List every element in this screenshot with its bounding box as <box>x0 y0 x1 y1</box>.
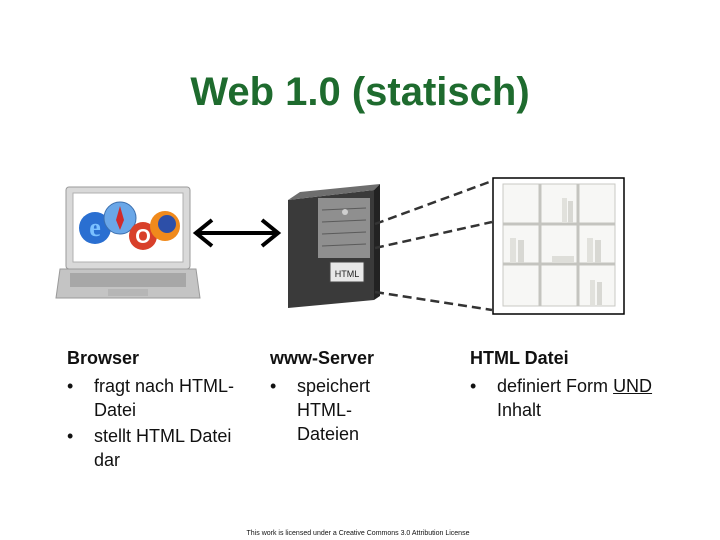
server-html-tag: HTML <box>335 269 360 279</box>
list-item: •definiert Form UND Inhalt <box>470 376 653 420</box>
html-file-bullet-list: •definiert Form UND Inhalt <box>470 374 700 422</box>
svg-text:O: O <box>135 226 151 248</box>
illustration: e O HTML <box>55 177 625 315</box>
server-column: www-Server •speichert HTML-Dateien <box>270 346 440 448</box>
server-icon: HTML <box>288 184 380 308</box>
dashed-connectors <box>374 179 493 312</box>
double-arrow-icon <box>192 218 282 248</box>
shelf-icon <box>492 177 625 315</box>
server-bullet-list: •speichert HTML-Dateien <box>270 374 440 446</box>
server-heading: www-Server <box>270 348 375 368</box>
browser-heading: Browser <box>67 348 140 368</box>
html-file-heading: HTML Datei <box>470 348 569 368</box>
list-item: •stellt HTML Datei dar <box>67 426 232 470</box>
browser-column: Browser •fragt nach HTML-Datei •stellt H… <box>67 346 247 474</box>
html-file-column: HTML Datei •definiert Form UND Inhalt <box>470 346 700 424</box>
license-notice: This work is licensed under a Creative C… <box>246 530 470 537</box>
list-item: •speichert HTML-Dateien <box>270 376 371 444</box>
svg-text:e: e <box>89 213 101 242</box>
underlined-und: UND <box>613 376 653 396</box>
list-item: •fragt nach HTML-Datei <box>67 376 235 420</box>
laptop-icon: e O <box>55 186 201 299</box>
browser-bullet-list: •fragt nach HTML-Datei •stellt HTML Date… <box>67 374 247 472</box>
slide-title: Web 1.0 (statisch) <box>190 70 530 114</box>
